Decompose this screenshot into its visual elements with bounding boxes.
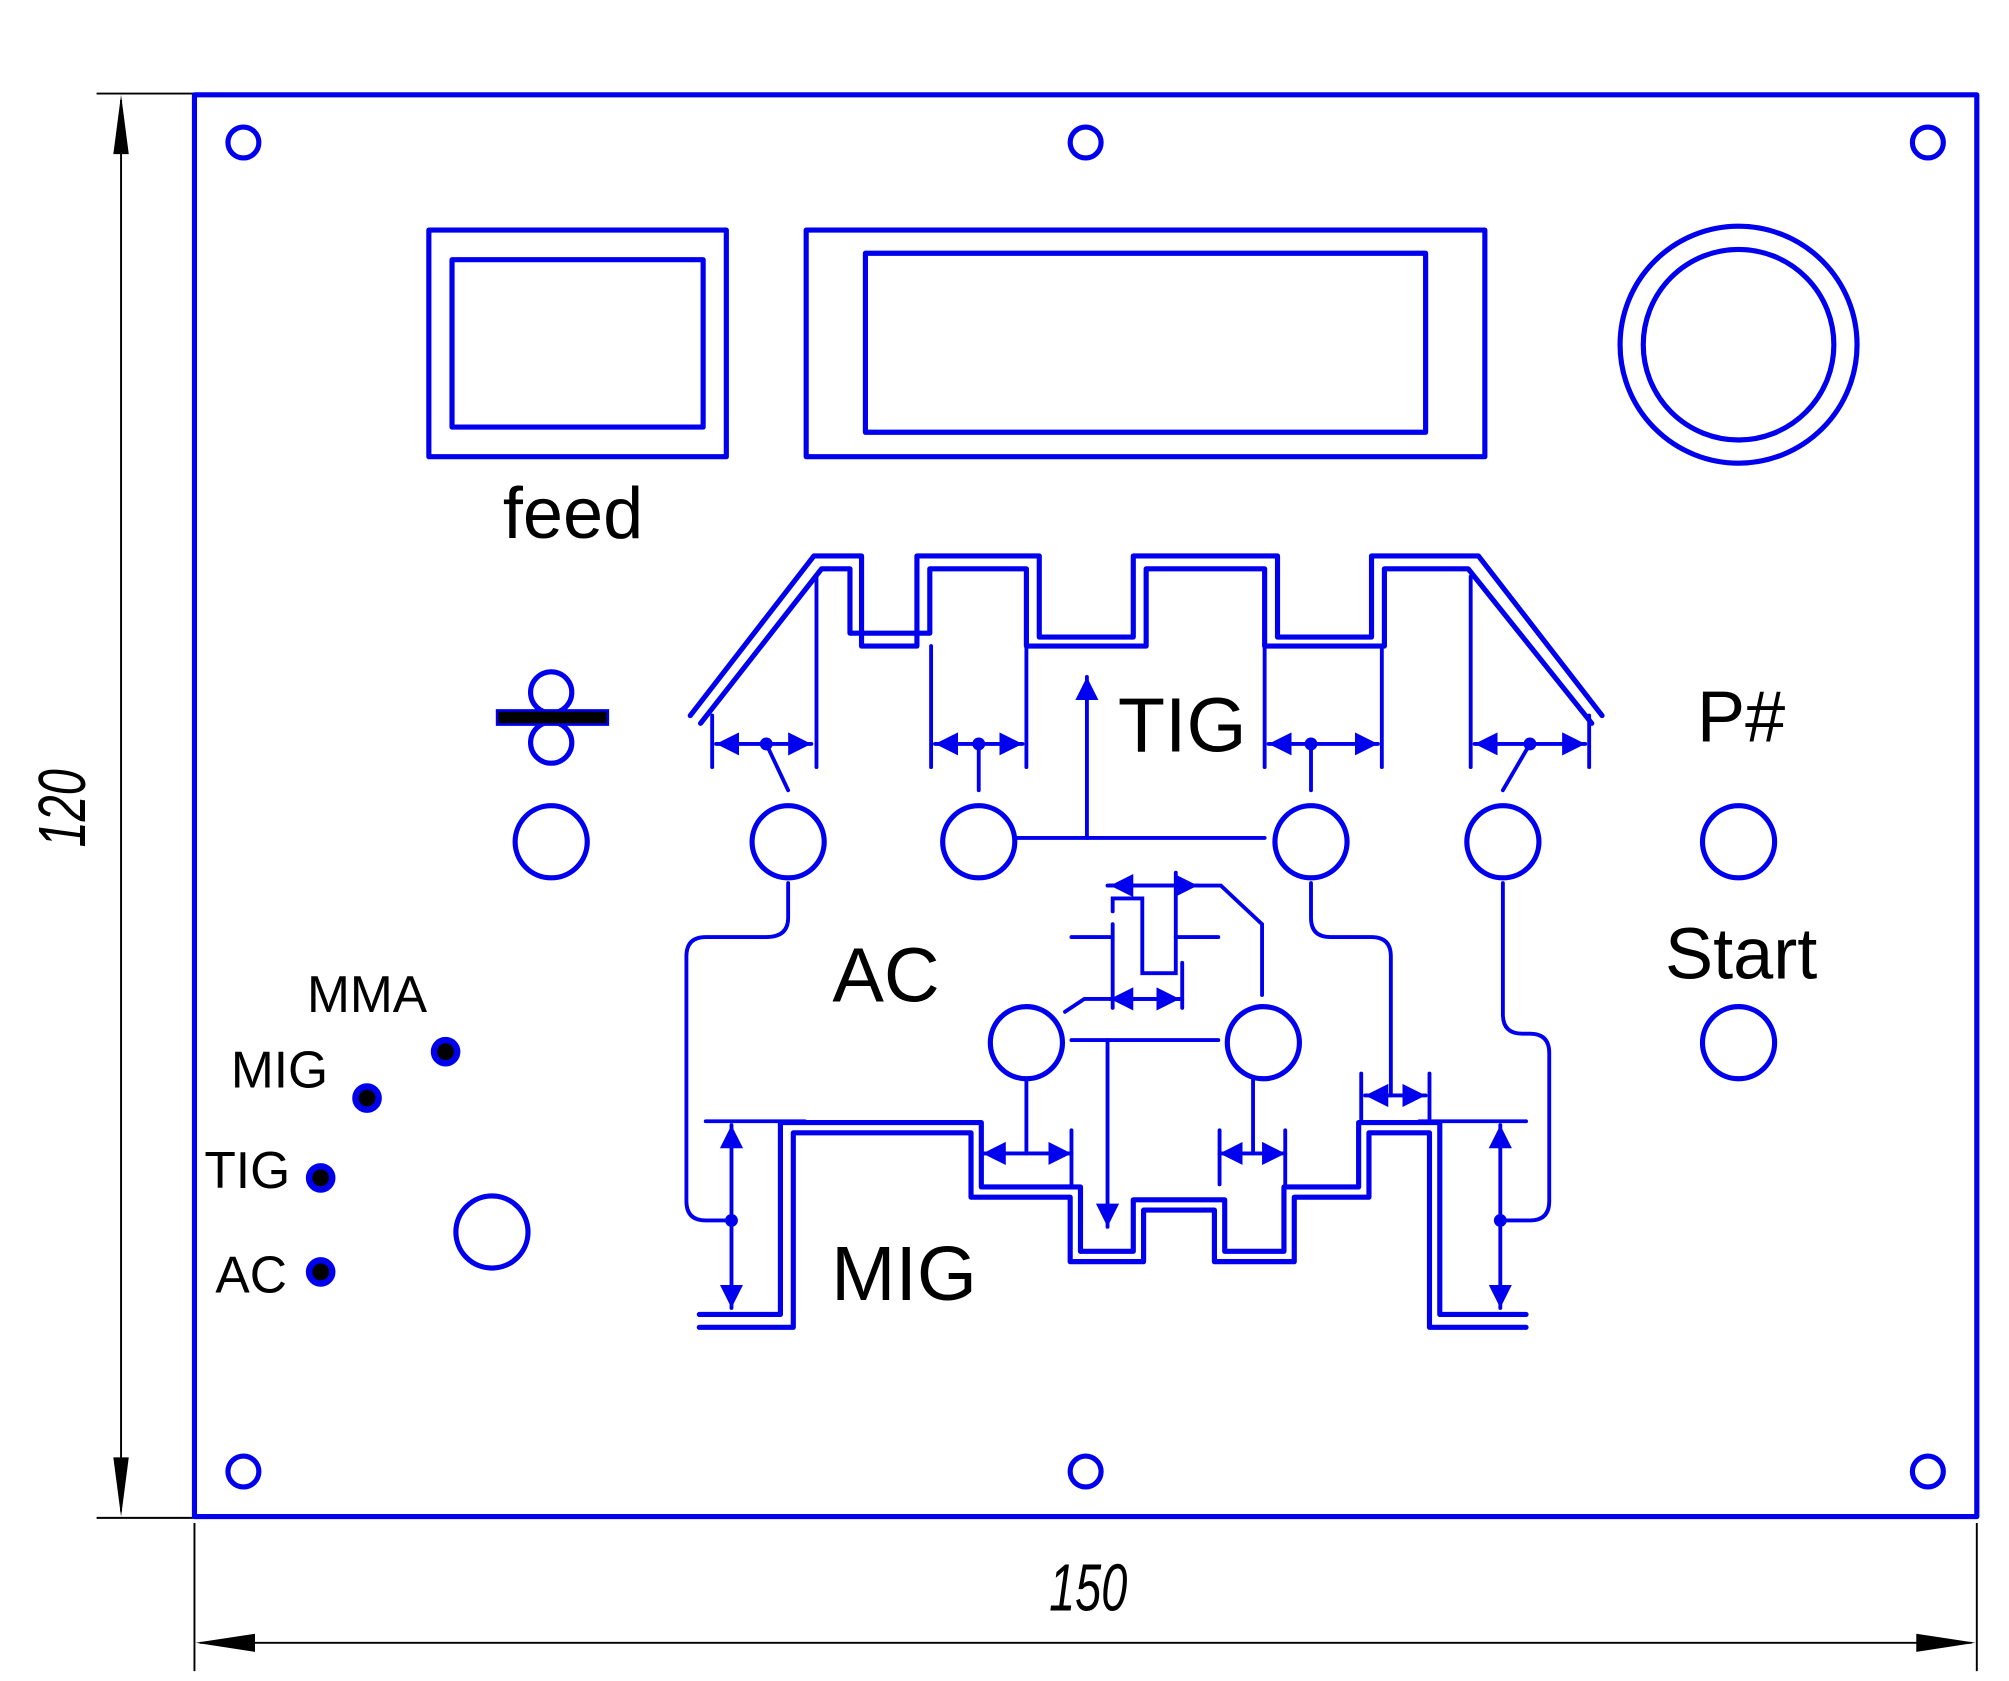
mode-label-tig: TIG [204,1141,290,1199]
mode-led-mma [430,1036,461,1067]
mode-led-ac [305,1257,336,1287]
height-dimension: 120 [26,92,194,1519]
ac-parameter-button-2[interactable] [1224,1004,1302,1082]
feed-label: feed [503,474,643,554]
parameter-button-3[interactable] [1272,803,1350,881]
mode-led-tig [305,1163,336,1193]
mode-select-button[interactable] [453,1193,531,1271]
mounting-hole [1067,1453,1104,1490]
mounting-hole [1909,124,1946,161]
mounting-holes [225,124,1946,1490]
ac-parameter-button-1[interactable] [987,1004,1066,1082]
mounting-hole [225,124,262,161]
ac-label: AC [832,932,939,1018]
encoder-knob[interactable] [1617,223,1860,466]
waveform-diagram [684,553,1605,1330]
parameter-button-4[interactable] [1464,803,1542,881]
main-display [803,227,1488,460]
mig-label: MIG [831,1231,977,1317]
mounting-hole [1909,1453,1946,1490]
feed-display [426,227,729,460]
width-dimension: 150 [193,1523,1978,1672]
panel-outline [191,92,1980,1520]
parameter-button-2[interactable] [940,803,1018,881]
width-dimension-label: 150 [1049,1552,1127,1626]
mode-label-mig: MIG [231,1041,328,1099]
mode-indicators: MMA MIG TIG AC [204,965,461,1304]
program-label: P# [1697,677,1785,757]
mode-label-ac: AC [215,1246,287,1304]
mounting-hole [225,1453,262,1490]
wire-feed-roller-icon [495,669,610,766]
mode-led-mig [352,1083,382,1113]
start-button[interactable] [1699,1004,1778,1082]
parameter-button-1[interactable] [749,803,827,881]
program-button[interactable] [1699,803,1778,881]
height-dimension-label: 120 [26,769,100,847]
start-label: Start [1665,914,1817,994]
tig-label: TIG [1118,683,1247,769]
wire-feed-button[interactable] [512,803,590,881]
mounting-hole [1067,124,1104,161]
mode-label-mma: MMA [307,965,428,1023]
